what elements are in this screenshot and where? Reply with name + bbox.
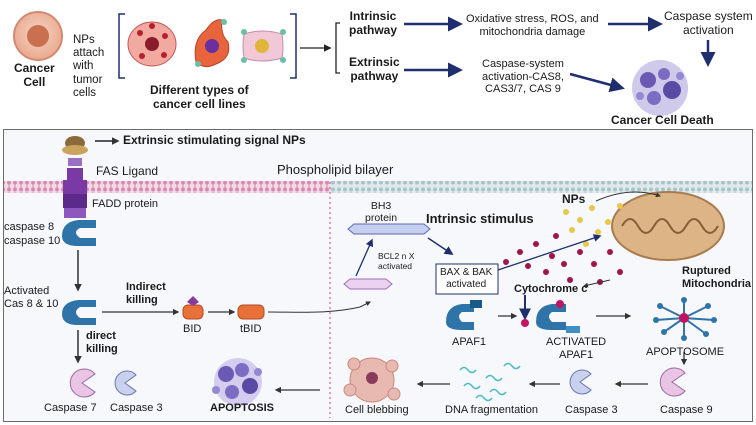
apoptosome-label: APOPTOSOME — [646, 346, 725, 358]
tbid-label: tBID — [240, 323, 262, 335]
cancer-cell-icon — [13, 11, 63, 61]
cell-line-3-icon — [241, 29, 286, 63]
apoptosis-label: APOPTOSIS — [210, 402, 274, 414]
caspase-10-label: caspase 10 — [4, 235, 61, 247]
extrinsic-signal-label: Extrinsic stimulating signal NPs — [123, 133, 306, 147]
intrinsic-stimulus-label: Intrinsic stimulus — [426, 211, 534, 226]
caspase-3-right-label: Caspase 3 — [565, 404, 618, 416]
cell-line-1-icon — [127, 21, 177, 67]
caspase-9-label: Caspase 9 — [660, 404, 713, 416]
bid-label: BID — [183, 323, 202, 335]
cell-blebbing-label: Cell blebbing — [345, 404, 409, 416]
apaf1-label: APAF1 — [452, 336, 487, 348]
cytochrome-c-label: Cytochrome c — [514, 283, 588, 295]
dna-fragmentation-label: DNA fragmentation — [445, 404, 538, 416]
fas-ligand-label: FAS Ligand — [96, 164, 159, 178]
caspase-3-left-label: Caspase 3 — [110, 402, 163, 414]
cancer-cell-death-label: Cancer Cell Death — [611, 113, 714, 127]
caspase-7-label: Caspase 7 — [44, 402, 97, 414]
phospholipid-label: Phospholipid bilayer — [277, 162, 394, 177]
cell-line-2-icon — [194, 19, 230, 68]
nps-label: NPs — [562, 192, 586, 206]
caspase-8-label: caspase 8 — [4, 221, 55, 233]
overview-graphics — [13, 11, 716, 116]
fadd-protein-label: FADD protein — [92, 198, 159, 210]
dying-cell-icon — [632, 60, 688, 116]
